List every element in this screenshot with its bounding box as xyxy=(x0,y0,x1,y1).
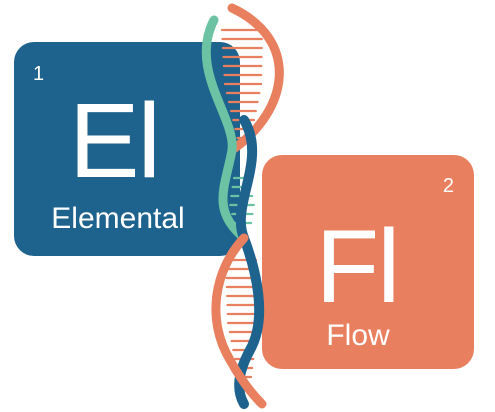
helix-strand-teal xyxy=(201,15,249,243)
element-tile-flow: 2 Fl Flow xyxy=(262,155,474,369)
element-tile-elemental: 1 El Elemental xyxy=(14,42,240,256)
element-name: Flow xyxy=(326,319,390,352)
element-name: Elemental xyxy=(51,202,185,235)
atomic-number: 1 xyxy=(33,63,45,85)
element-symbol: El xyxy=(68,82,161,200)
atomic-number: 2 xyxy=(442,175,454,197)
element-symbol: Fl xyxy=(315,209,401,325)
helix-strand-blue xyxy=(234,115,265,409)
helix-strand-orange-lower xyxy=(211,233,267,409)
